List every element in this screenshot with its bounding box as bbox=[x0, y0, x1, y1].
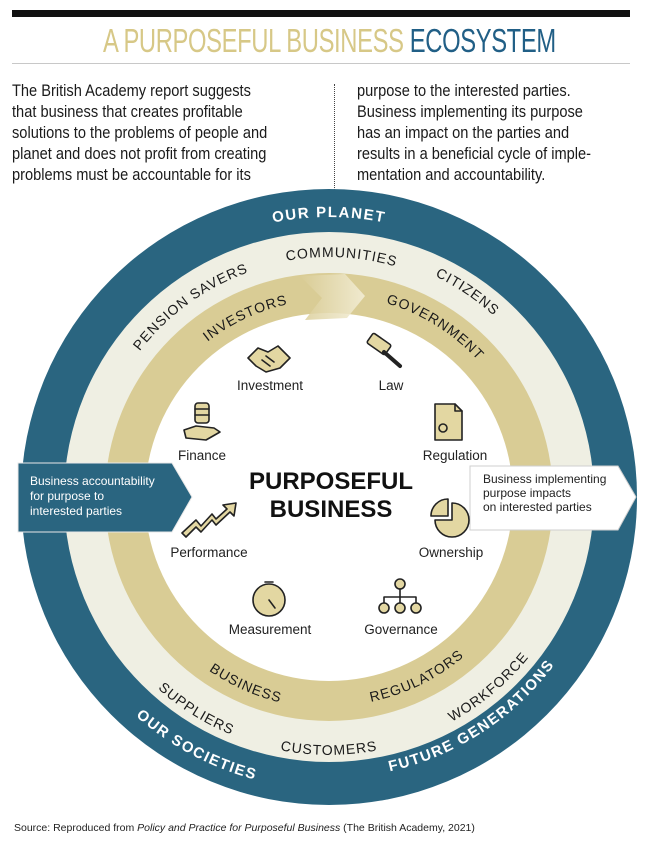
center-title-line-1: PURPOSEFUL bbox=[249, 468, 413, 495]
title-divider bbox=[12, 63, 630, 64]
center-title-line-2: BUSINESS bbox=[270, 496, 393, 523]
element-label-performance: Performance bbox=[170, 545, 247, 560]
org-chart-icon bbox=[378, 578, 422, 614]
source-suffix: (The British Academy, 2021) bbox=[340, 822, 475, 834]
top-bar bbox=[12, 10, 630, 17]
source-title: Policy and Practice for Purposeful Busin… bbox=[137, 822, 341, 834]
intro-left-column: The British Academy report suggests that… bbox=[12, 80, 309, 185]
intro-line: results in a beneficial cycle of imple- bbox=[357, 144, 592, 163]
element-label-law: Law bbox=[379, 378, 404, 393]
title-part-1: A PURPOSEFUL BUSINESS bbox=[102, 22, 404, 59]
source-prefix: Source: Reproduced from bbox=[14, 822, 138, 834]
intro-line: purpose to the interested parties. bbox=[357, 81, 571, 100]
ring-label-customers: CUSTOMERS bbox=[280, 737, 379, 757]
right-arrow: Business implementing purpose impacts on… bbox=[469, 465, 637, 531]
trend-arrow-icon bbox=[181, 502, 237, 538]
certificate-icon bbox=[434, 403, 463, 441]
core-circle bbox=[145, 313, 513, 681]
column-divider bbox=[334, 84, 335, 192]
element-label-investment: Investment bbox=[237, 378, 303, 393]
intro-line: that business that creates profitable bbox=[12, 102, 243, 121]
cycle-chevron bbox=[300, 274, 365, 320]
element-label-regulation: Regulation bbox=[423, 448, 488, 463]
intro-right-column: purpose to the interested parties. Busin… bbox=[357, 80, 629, 185]
pie-chart-icon bbox=[430, 498, 470, 538]
intro-line: The British Academy report suggests bbox=[12, 81, 251, 100]
ring-label-our-planet: OUR PLANET bbox=[271, 204, 387, 227]
gauge-icon bbox=[252, 581, 286, 617]
page-title: A PURPOSEFUL BUSINESS ECOSYSTEM bbox=[0, 22, 658, 60]
intro-line: problems must be accountable for its bbox=[12, 165, 251, 184]
gavel-icon bbox=[366, 332, 402, 368]
element-label-measurement: Measurement bbox=[229, 622, 312, 637]
intro-line: planet and does not profit from creating bbox=[12, 144, 267, 163]
intro-line: solutions to the problems of people and bbox=[12, 123, 268, 142]
handshake-icon bbox=[247, 345, 291, 373]
coins-hand-icon bbox=[183, 402, 221, 441]
source-note: Source: Reproduced from Policy and Pract… bbox=[14, 822, 475, 834]
title-part-2: ECOSYSTEM bbox=[409, 22, 556, 59]
intro-line: has an impact on the parties and bbox=[357, 123, 570, 142]
element-label-governance: Governance bbox=[364, 622, 438, 637]
intro-line: Business implementing its purpose bbox=[357, 102, 583, 121]
element-label-ownership: Ownership bbox=[419, 545, 484, 560]
element-label-finance: Finance bbox=[178, 448, 226, 463]
intro-line: mentation and accountability. bbox=[357, 165, 546, 184]
left-arrow-text: Business accountability for purpose to i… bbox=[30, 474, 158, 518]
left-arrow: Business accountability for purpose to i… bbox=[17, 462, 193, 533]
right-arrow-text: Business implementing purpose impacts on… bbox=[483, 472, 610, 514]
